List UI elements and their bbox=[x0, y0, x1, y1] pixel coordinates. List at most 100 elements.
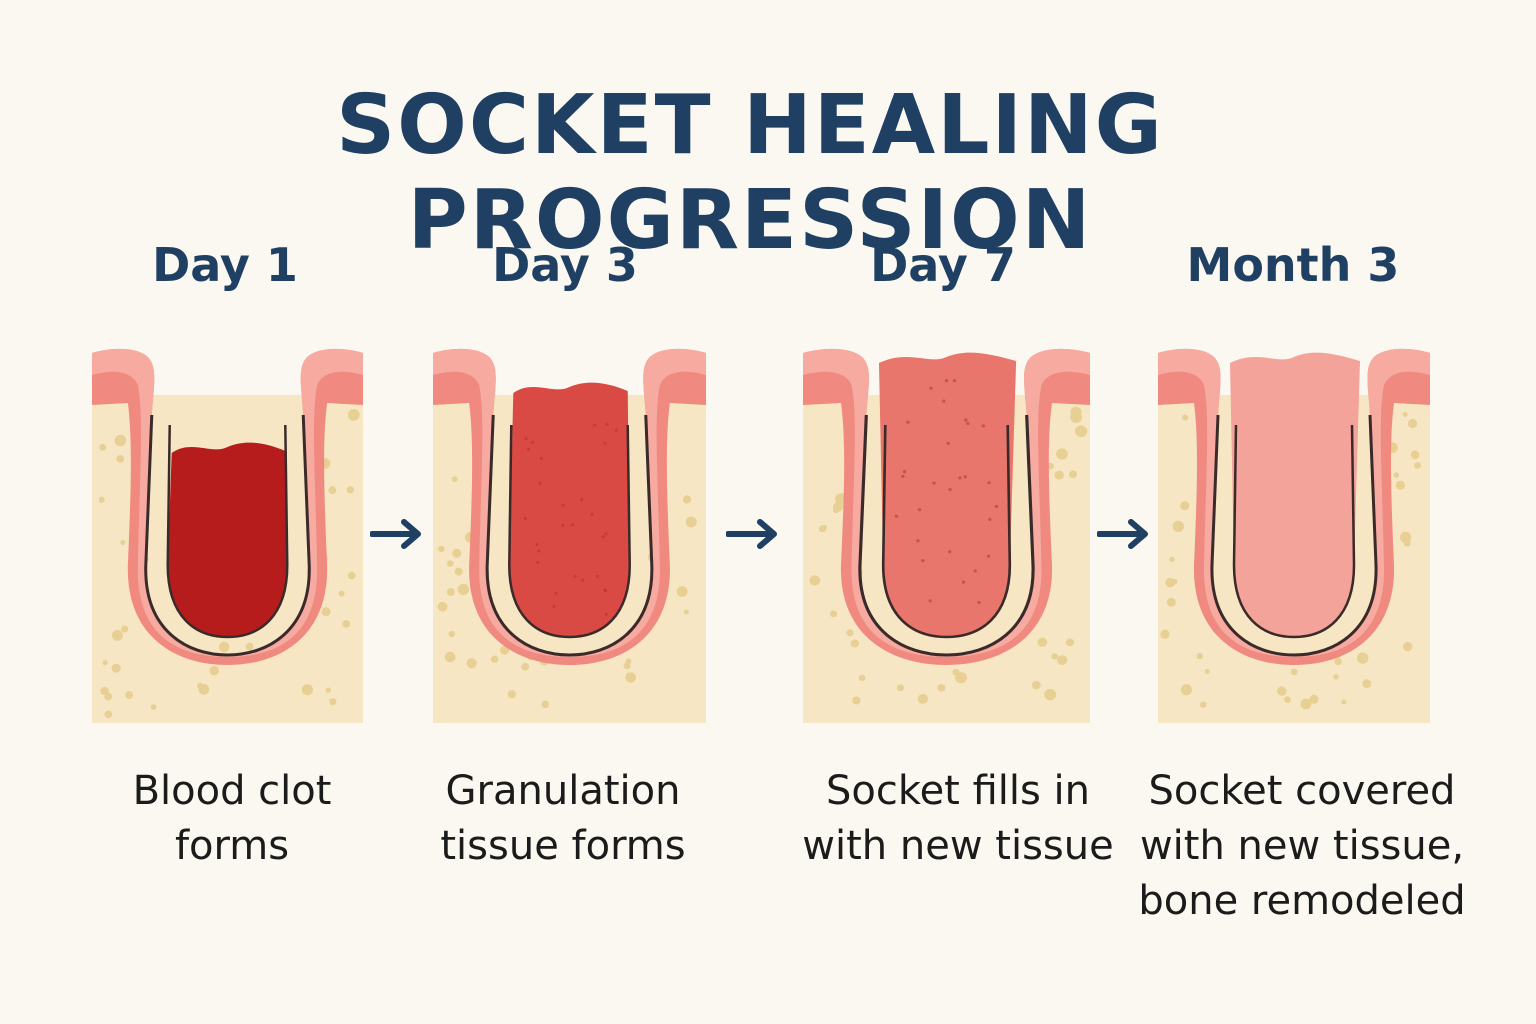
tissue-granule bbox=[986, 554, 991, 558]
bone-speckle bbox=[1065, 638, 1075, 647]
tissue-granule bbox=[605, 423, 609, 427]
socket-outline bbox=[1210, 414, 1378, 657]
bone-speckle bbox=[858, 674, 866, 681]
bone-speckle bbox=[321, 607, 331, 617]
bone-speckle bbox=[437, 601, 448, 612]
bone-speckle bbox=[676, 586, 688, 597]
tissue-granule bbox=[530, 440, 535, 444]
tissue-granule bbox=[571, 523, 575, 527]
tissue-granule bbox=[958, 476, 962, 480]
bone-speckle bbox=[821, 524, 828, 530]
socket-illustration-day-7 bbox=[803, 345, 1090, 723]
bone-speckle bbox=[328, 486, 337, 495]
stage-description-month-3: Socket covered with new tissue, bone rem… bbox=[1132, 764, 1472, 929]
gum-inner-layer bbox=[433, 348, 706, 657]
tissue-granule bbox=[614, 428, 618, 432]
description-line: forms bbox=[174, 823, 290, 869]
bone-speckle bbox=[1182, 414, 1189, 421]
bone-speckle bbox=[1300, 698, 1312, 710]
bone-speckle bbox=[438, 545, 445, 553]
stage-description-day-7: Socket fills in with new tissue bbox=[788, 764, 1128, 874]
bone-speckle bbox=[1169, 556, 1175, 563]
tissue-granule bbox=[581, 578, 585, 582]
bone-speckle bbox=[1334, 657, 1342, 666]
bone-speckle bbox=[100, 686, 109, 696]
tissue-granule bbox=[538, 481, 542, 485]
tissue-granule bbox=[603, 441, 607, 445]
bone-speckle bbox=[1056, 448, 1068, 460]
tissue-granule bbox=[902, 470, 907, 474]
bone-speckle bbox=[116, 455, 125, 463]
bone-speckle bbox=[500, 645, 510, 655]
description-line: tissue forms bbox=[440, 823, 686, 869]
tissue-granule bbox=[552, 604, 556, 608]
bone-speckle bbox=[347, 409, 360, 421]
tissue-granule bbox=[901, 474, 905, 478]
tissue-granule bbox=[603, 588, 607, 592]
tissue-granule bbox=[963, 475, 967, 479]
tissue-granule bbox=[947, 550, 952, 554]
bone-speckle bbox=[120, 540, 126, 546]
tissue-granule bbox=[988, 517, 992, 521]
tissue-granule bbox=[994, 504, 999, 509]
bone-speckle bbox=[490, 655, 499, 663]
tissue-granule bbox=[535, 542, 539, 546]
bone-speckle bbox=[338, 590, 345, 597]
bone-speckle bbox=[466, 658, 477, 669]
bone-speckle bbox=[99, 443, 107, 451]
stage-label-day-3: Day 3 bbox=[492, 238, 638, 292]
bone-speckle bbox=[809, 575, 821, 586]
tissue-granule bbox=[973, 569, 977, 573]
stage-description-day-3: Granulation tissue forms bbox=[393, 764, 733, 874]
tissue-granule bbox=[604, 532, 608, 536]
tissue-granule bbox=[539, 456, 544, 461]
bone-speckle bbox=[832, 502, 844, 512]
socket-inner-outline bbox=[166, 424, 289, 639]
bone-speckle bbox=[218, 641, 230, 653]
tissue-granule bbox=[932, 481, 936, 485]
bone-speckle bbox=[685, 516, 697, 528]
bone-speckle bbox=[917, 694, 929, 704]
stage-label-day-7: Day 7 bbox=[870, 238, 1016, 292]
bone-speckle bbox=[625, 658, 632, 664]
bone-speckle bbox=[329, 698, 337, 706]
bone-speckle bbox=[896, 684, 904, 692]
bone-speckle bbox=[846, 629, 854, 637]
bone-speckle bbox=[1075, 425, 1088, 437]
bone-speckle bbox=[937, 684, 946, 692]
bone-speckle bbox=[1172, 520, 1184, 533]
tissue-granule bbox=[601, 535, 605, 539]
tissue-granule bbox=[981, 424, 986, 428]
tissue-granule bbox=[526, 447, 531, 452]
socket-fill bbox=[167, 442, 288, 637]
bone-speckle bbox=[102, 660, 108, 666]
tissue-granule bbox=[961, 580, 966, 584]
page-title: SOCKET HEALING PROGRESSION bbox=[336, 78, 1164, 268]
bone-speckle bbox=[1200, 701, 1207, 708]
socket-outline bbox=[485, 414, 654, 657]
bone-speckle bbox=[111, 663, 121, 673]
socket-fill bbox=[1230, 352, 1360, 637]
bone-speckle bbox=[952, 668, 960, 676]
description-line: Blood clot bbox=[132, 768, 332, 814]
bone-speckle bbox=[1166, 597, 1176, 607]
tissue-granule bbox=[537, 549, 541, 553]
socket-inner-outline bbox=[508, 424, 631, 639]
tissue-granule bbox=[561, 503, 565, 507]
description-line: Socket fills in bbox=[825, 768, 1091, 814]
bone-speckle bbox=[1290, 668, 1298, 676]
bone-speckle bbox=[852, 696, 861, 705]
bone-speckle bbox=[347, 571, 356, 580]
bone-speckle bbox=[1180, 501, 1190, 511]
bone-speckle bbox=[446, 588, 455, 596]
description-line: bone remodeled bbox=[1138, 878, 1466, 924]
socket-inner-outline bbox=[1232, 424, 1356, 639]
description-line: Granulation bbox=[445, 768, 681, 814]
tissue-granule bbox=[579, 497, 584, 501]
tissue-granule bbox=[916, 539, 920, 543]
tissue-granule bbox=[524, 437, 528, 441]
socket-outline bbox=[144, 414, 311, 657]
bone-speckle bbox=[541, 700, 550, 709]
bone-speckle bbox=[1196, 652, 1203, 660]
bone-speckle bbox=[452, 548, 462, 558]
